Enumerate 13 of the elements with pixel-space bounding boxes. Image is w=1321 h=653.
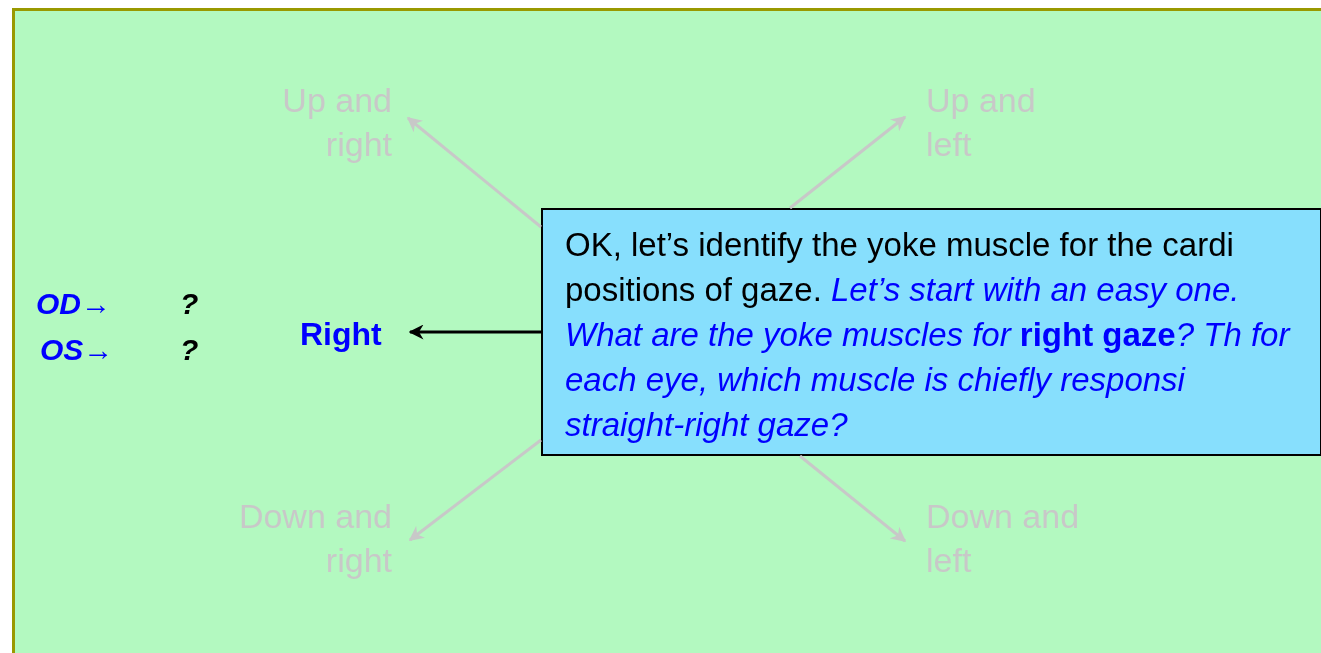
arrow: [799, 454, 907, 543]
question-mark: ?: [180, 332, 199, 368]
callout-box: [541, 208, 1321, 456]
eye-label: OD→: [36, 286, 111, 322]
arrow: [789, 115, 907, 210]
panel-background: [12, 8, 1321, 653]
arrow: [408, 438, 542, 542]
arrow: [406, 116, 542, 229]
direction-label: Right: [300, 312, 400, 356]
eye-label: OS→: [40, 332, 114, 368]
question-mark: ?: [180, 286, 199, 322]
arrow: [408, 324, 541, 340]
callout-text: OK, let’s identify the yoke muscle for the cardi positions of gaze. Let’s start with an easy one. What are the yoke muscles for right gaze? Th for each eye, which muscle is chiefly responsi straight-right gaze?: [565, 225, 1292, 445]
